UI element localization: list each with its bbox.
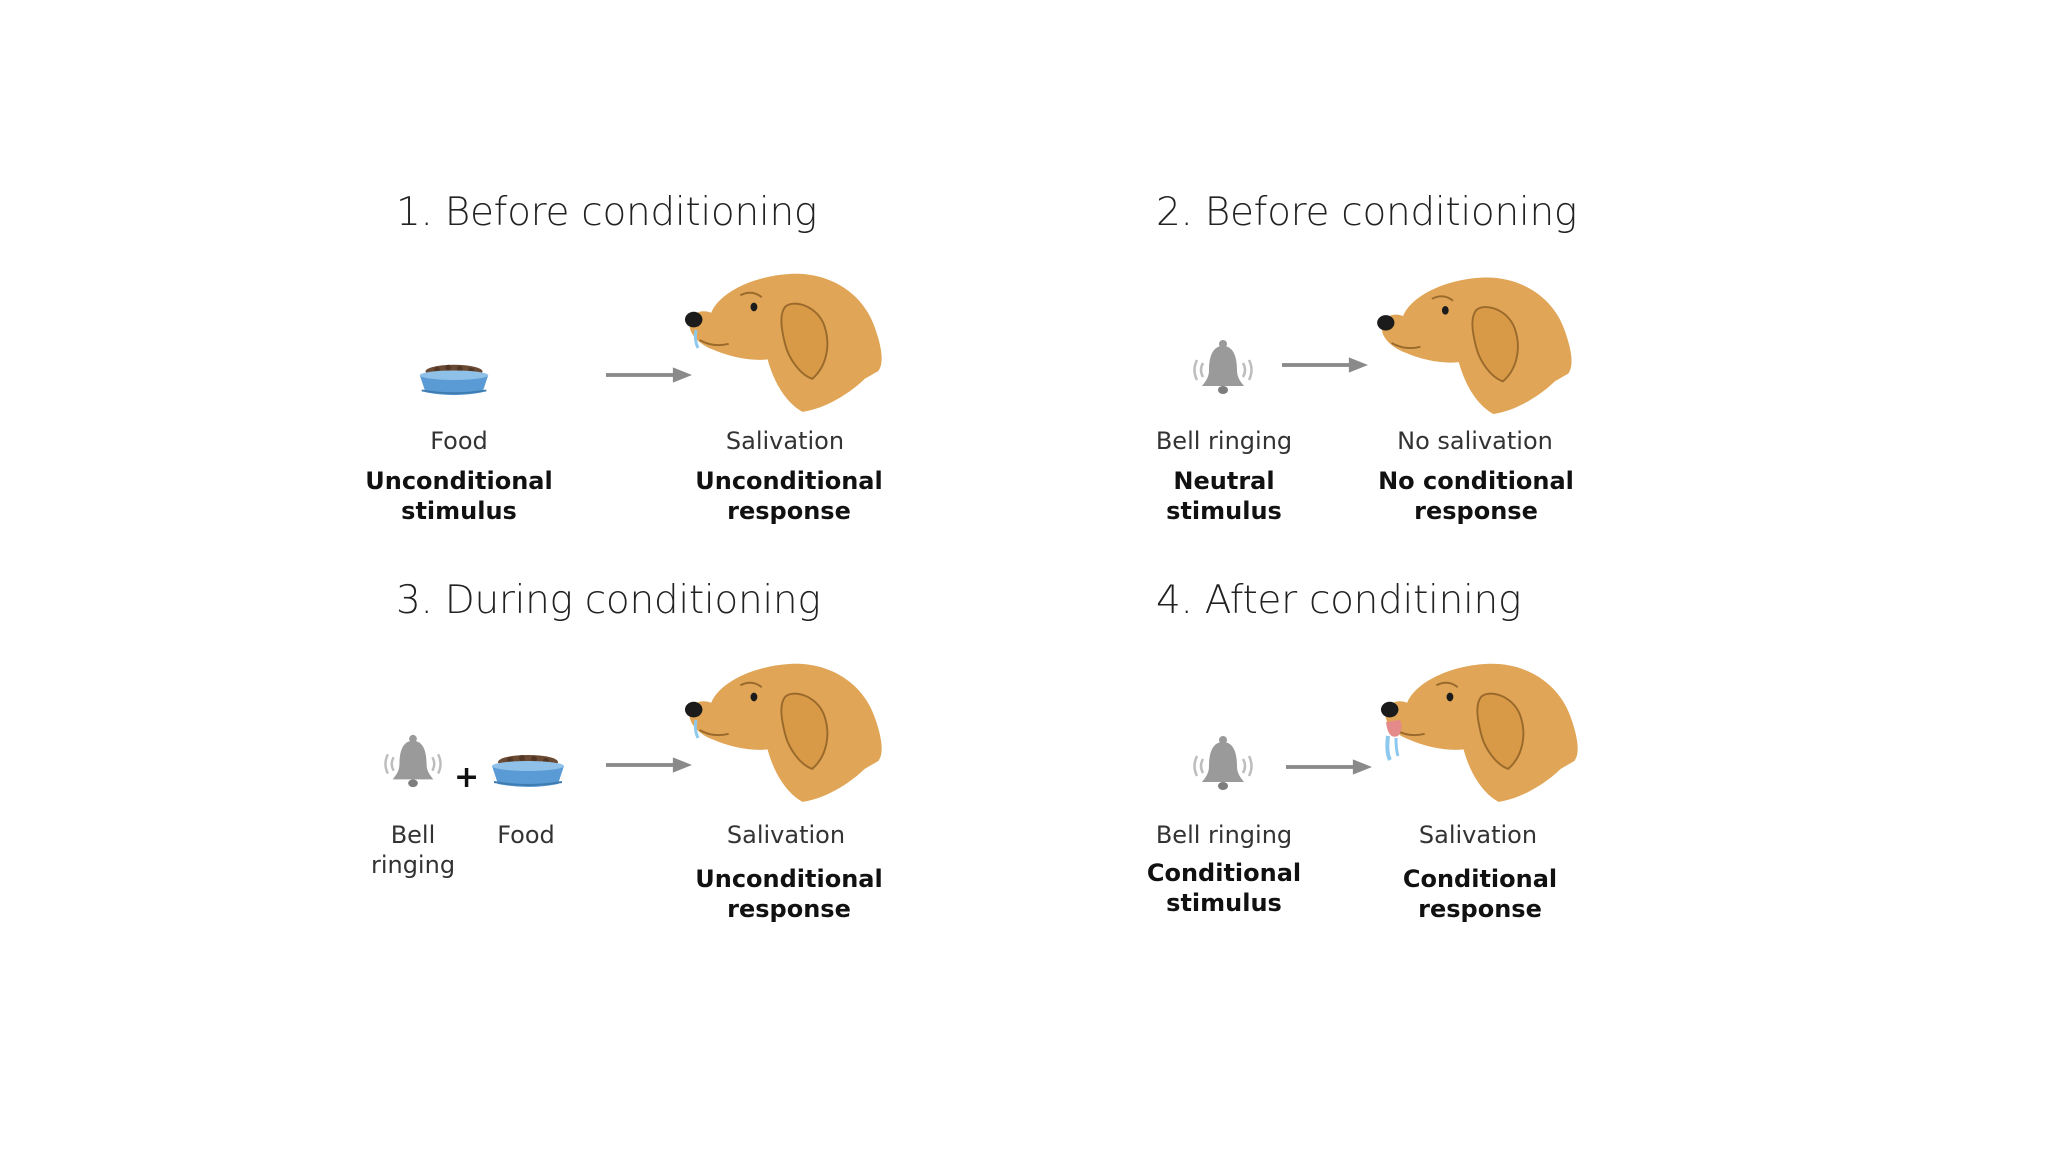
arrow-icon [606,755,692,775]
panel-2-title: 2. Before conditioning [1156,190,1577,235]
left-term: Conditional stimulus [1114,858,1334,918]
left-label-bell: Bell ringing [360,820,466,880]
bell-ringing-icon [379,733,447,791]
food-bowl-icon [488,750,568,790]
right-label: Salivation [680,426,890,456]
dog-drooling-icon [684,656,888,802]
panel-3-title: 3. During conditioning [396,578,820,623]
right-label: Salivation [686,820,886,850]
panel-4: 4. After conditining Bell ringing Condit… [1130,578,1830,958]
dog-drooling-icon [684,266,888,412]
left-label-food: Food [476,820,576,850]
left-label: Food [370,426,548,456]
right-label: Salivation [1378,820,1578,850]
right-term: Conditional response [1368,864,1592,924]
right-term: No conditional response [1356,466,1596,526]
plus-sign: + [454,760,479,795]
dog-icon [1376,270,1578,414]
left-label: Bell ringing [1124,820,1324,850]
left-label: Bell ringing [1124,426,1324,456]
panel-3: 3. During conditioning + Bell ringing Fo… [370,578,1070,958]
panel-1-title: 1. Before conditioning [396,190,817,235]
left-term: Unconditional stimulus [350,466,568,526]
arrow-icon [1282,355,1368,375]
arrow-icon [1286,757,1372,777]
panel-4-title: 4. After conditining [1156,578,1521,623]
right-term: Unconditional response [676,864,902,924]
dog-heavy-drool-icon [1380,656,1584,802]
bell-ringing-icon [1188,338,1258,398]
left-term: Neutral stimulus [1124,466,1324,526]
bell-ringing-icon [1188,734,1258,794]
arrow-icon [606,365,692,385]
panel-2: 2. Before conditioning Bell ringing Neut… [1130,190,1830,570]
right-label: No salivation [1360,426,1590,456]
right-term: Unconditional response [676,466,902,526]
food-bowl-icon [416,360,492,398]
panel-1: 1. Before conditioning Food Unconditiona… [370,190,1070,570]
